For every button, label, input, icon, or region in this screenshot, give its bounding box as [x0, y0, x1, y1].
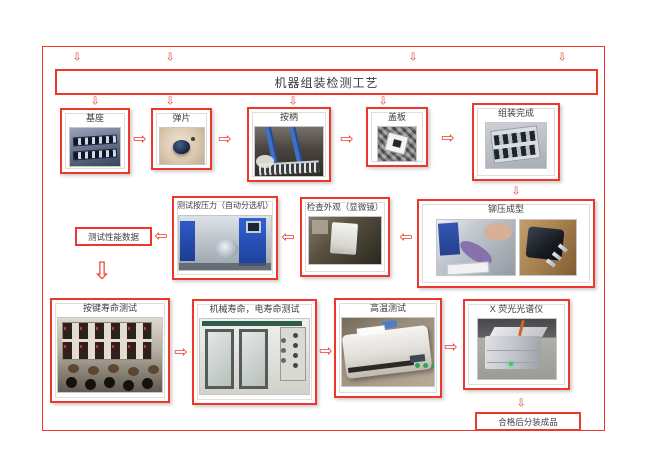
- arrow-right-icon: ⇨: [218, 129, 232, 148]
- step-inspect-box: 检查外观（显微镜）: [300, 197, 390, 277]
- cover-photo: [377, 126, 417, 162]
- handle-photo: [254, 126, 324, 177]
- arrow-down-icon: ⇩: [511, 184, 521, 198]
- rivet-machine: [437, 222, 460, 256]
- force-test-photo: [178, 215, 272, 271]
- step-base-box: 基座: [60, 108, 130, 174]
- step-handle-label: 按柄: [279, 112, 298, 122]
- base-photo: [69, 127, 121, 167]
- page-title: 机器组装检测工艺: [274, 75, 379, 90]
- assembled-photo: [485, 122, 547, 169]
- arrow-down-icon: ⇩: [90, 94, 100, 108]
- worker: [484, 223, 513, 241]
- indicator-leds: [64, 326, 150, 330]
- step-rivet-box: 铆压成型: [417, 199, 595, 288]
- riveted-part-photo: [518, 219, 577, 276]
- step-force-test-box: 测试按压力（自动分选机）: [172, 196, 278, 280]
- mech-life-photo: [199, 318, 310, 395]
- rack-divider: [62, 338, 152, 343]
- indicator-leds: [64, 344, 150, 348]
- mount-holes: [66, 376, 78, 388]
- work-tray: [447, 261, 490, 275]
- fixtures: [68, 363, 80, 373]
- arrow-down-icon: ⇩: [408, 50, 418, 64]
- arrow-left-icon: ⇦: [399, 227, 413, 246]
- spring-photo: [158, 127, 205, 165]
- contact-row: [72, 148, 117, 161]
- high-temp-photo: [341, 317, 435, 387]
- panel-knobs: [293, 332, 299, 338]
- arrow-down-icon: ⇩: [288, 94, 298, 108]
- spring-disc: [172, 139, 191, 154]
- oven-display: [409, 353, 426, 363]
- top-strip: [202, 321, 303, 326]
- arrow-down-icon: ⇩: [378, 94, 388, 108]
- outer-border: [42, 46, 605, 431]
- step-high-temp-label: 高温测试: [369, 303, 406, 313]
- arrow-right-icon: ⇨: [133, 129, 147, 148]
- control-panel: [279, 327, 306, 382]
- feeder-bowl: [213, 238, 238, 259]
- arrow-down-icon: ⇩: [72, 50, 82, 64]
- title-box: 机器组装检测工艺: [55, 69, 598, 95]
- device-seams: [486, 350, 539, 352]
- inspect-photo: [308, 216, 382, 265]
- arrow-right-icon: ⇨: [174, 342, 188, 361]
- microscope: [329, 221, 358, 255]
- arrow-down-icon: ⇩: [91, 257, 113, 285]
- step-cover-box: 盖板: [366, 107, 428, 167]
- step-key-life-box: 按键寿命测试: [50, 298, 170, 403]
- device-front: [485, 336, 542, 370]
- status-led: [508, 362, 513, 367]
- arrow-down-icon: ⇩: [165, 50, 175, 64]
- arrow-right-icon: ⇨: [441, 128, 455, 147]
- key-life-photo: [57, 317, 163, 393]
- arrow-down-icon: ⇩: [516, 396, 526, 410]
- step-pack-label: 合格后分装成品: [498, 416, 558, 427]
- step-xray-label: X 荧光光谱仪: [489, 304, 544, 314]
- blue-machine: [179, 221, 195, 262]
- step-perf-data-box: 测试性能数据: [75, 227, 152, 246]
- arrow-down-icon: ⇩: [165, 94, 175, 108]
- step-perf-data-label: 测试性能数据: [87, 231, 139, 242]
- arrow-left-icon: ⇦: [154, 226, 168, 245]
- step-force-test-label: 测试按压力（自动分选机）: [177, 201, 273, 210]
- arrow-right-icon: ⇨: [444, 337, 458, 356]
- machine-base: [179, 262, 271, 270]
- contact-row: [72, 134, 117, 147]
- arrow-down-icon: ⇩: [557, 50, 567, 64]
- step-spring-label: 弹片: [172, 113, 191, 123]
- step-xray-box: X 荧光光谱仪: [463, 299, 570, 390]
- step-key-life-label: 按键寿命测试: [82, 303, 137, 313]
- step-cover-label: 盖板: [387, 112, 406, 122]
- arrow-left-icon: ⇦: [281, 227, 295, 246]
- step-pack-box: 合格后分装成品: [475, 412, 581, 431]
- step-inspect-label: 检查外观（显微镜）: [306, 202, 384, 212]
- cabinet-door: [239, 328, 268, 389]
- machine-screen: [246, 221, 261, 234]
- arrow-right-icon: ⇨: [340, 129, 354, 148]
- step-assembled-box: 组装完成: [472, 103, 560, 181]
- rivet-work-photo: [435, 219, 516, 276]
- step-handle-box: 按柄: [247, 107, 331, 182]
- step-mech-life-label: 机械寿命，电寿命测试: [209, 304, 300, 314]
- step-base-label: 基座: [85, 113, 104, 123]
- window: [311, 219, 328, 234]
- step-assembled-label: 组装完成: [497, 108, 534, 118]
- step-spring-box: 弹片: [151, 108, 212, 170]
- arrow-right-icon: ⇨: [319, 341, 333, 360]
- xray-photo: [476, 318, 557, 380]
- step-high-temp-box: 高温测试: [334, 298, 442, 398]
- step-mech-life-box: 机械寿命，电寿命测试: [192, 299, 317, 405]
- white-part: [256, 155, 275, 169]
- step-rivet-label: 铆压成型: [487, 204, 524, 214]
- small-dot: [190, 137, 195, 141]
- cabinet-door: [205, 328, 234, 389]
